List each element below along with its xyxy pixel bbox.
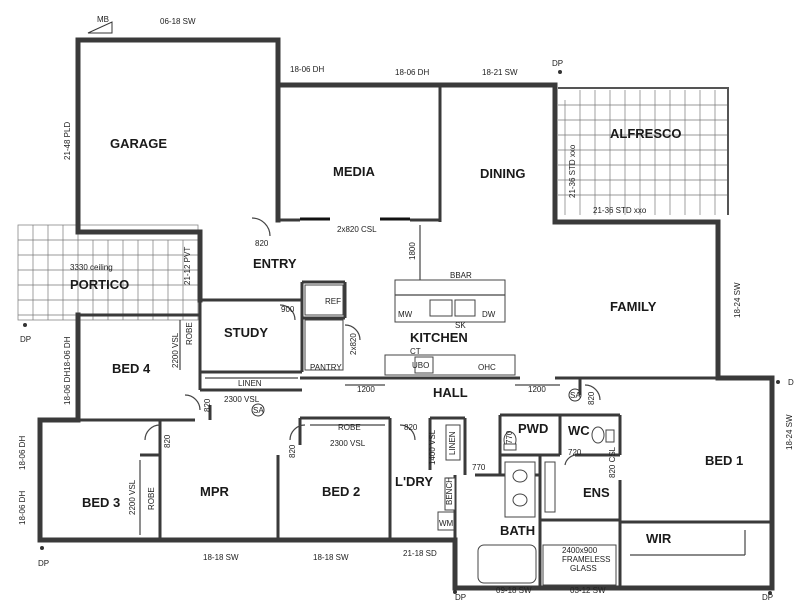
room-bath: BATH <box>500 523 535 538</box>
label-ubo: UBO <box>412 361 429 370</box>
dim-vsl-linen: 2300 VSL <box>224 395 260 404</box>
room-labels: GARAGE MEDIA DINING ALFRESCO ENTRY PORTI… <box>70 126 743 546</box>
portico-paving-hatch <box>17 224 199 321</box>
room-wir: WIR <box>646 531 672 546</box>
label-frameless: FRAMELESS <box>562 555 610 564</box>
alfresco-paving-hatch <box>558 87 729 215</box>
label-glass: GLASS <box>570 564 597 573</box>
dim-csl-media: 2x820 CSL <box>337 225 377 234</box>
label-wm: WM <box>439 519 454 528</box>
dim-dh1: 18-06 DH <box>290 65 324 74</box>
label-robe-bed3: ROBE <box>147 487 156 510</box>
dim-vsl-ldry: 1400 VSL <box>428 429 437 465</box>
room-bed1: BED 1 <box>705 453 743 468</box>
label-robe-bed2: ROBE <box>338 423 361 432</box>
label-robe-bed4: ROBE <box>185 322 194 345</box>
dim-1200-b: 1200 <box>528 385 546 394</box>
dim-shower: 2400x900 <box>562 546 598 555</box>
dim-sw-bottom-4: 03-12 SW <box>570 586 606 595</box>
label-linen-ldry: LINEN <box>448 431 457 455</box>
dim-sw-bottom-3: 09-18 SW <box>496 586 532 595</box>
fixture-labels: MB DP DP DP DP DP D 3330 ceiling BBAR RE… <box>20 15 794 600</box>
label-bench: BENCH <box>445 477 454 505</box>
dim-720: 720 <box>568 448 582 457</box>
label-d-right: D <box>788 378 794 387</box>
label-bbar: BBAR <box>450 271 472 280</box>
fixtures <box>23 21 780 595</box>
room-wc: WC <box>568 423 590 438</box>
label-mb: MB <box>97 15 109 24</box>
dim-sd-bottom: 21-18 SD <box>403 549 437 558</box>
label-dp-bottom-right: DP <box>762 593 773 600</box>
dim-door-entry: 820 <box>255 239 269 248</box>
dim-dh-left: 18-06 DH18-06 DH <box>63 336 72 405</box>
dim-top-garage: 06-18 SW <box>160 17 196 26</box>
dim-vsl-bed4: 2200 VSL <box>171 332 180 368</box>
room-portico: PORTICO <box>70 277 129 292</box>
room-bed2: BED 2 <box>322 484 360 499</box>
room-entry: ENTRY <box>253 256 297 271</box>
dim-dh2: 18-06 DH <box>395 68 429 77</box>
dim-door-ens: 820 <box>587 391 596 405</box>
room-ens: ENS <box>583 485 610 500</box>
dim-std-horizontal: 21-36 STD xxo <box>593 206 647 215</box>
dim-csl-ens: 820 CSL <box>608 446 617 478</box>
label-ceiling: 3330 ceiling <box>70 263 113 272</box>
dim-770-a: 770 <box>472 463 486 472</box>
dim-dh-bed3-a: 18-06 DH <box>18 436 27 470</box>
room-hall: HALL <box>433 385 468 400</box>
dim-sw-bottom-1: 18-18 SW <box>203 553 239 562</box>
label-sa-1: SA <box>253 406 264 415</box>
label-sk: SK <box>455 321 466 330</box>
room-study: STUDY <box>224 325 268 340</box>
dim-dh-bed3-b: 18-06 DH <box>18 491 27 525</box>
dim-door-mpr: 820 <box>163 434 172 448</box>
internal-walls <box>40 85 772 588</box>
label-dp-portico: DP <box>20 335 31 344</box>
room-dining: DINING <box>480 166 526 181</box>
dim-vsl-bed2: 2300 VSL <box>330 439 366 448</box>
label-dp-bottom-left: DP <box>38 559 49 568</box>
dim-pvt: 21-12 PVT <box>183 247 192 285</box>
dim-door-ldry: 820 <box>404 423 418 432</box>
dim-sw-bottom-2: 18-18 SW <box>313 553 349 562</box>
label-ohc: OHC <box>478 363 496 372</box>
room-media: MEDIA <box>333 164 376 179</box>
room-garage: GARAGE <box>110 136 167 151</box>
room-alfresco: ALFRESCO <box>610 126 682 141</box>
label-dp-top: DP <box>552 59 563 68</box>
label-pantry: PANTRY <box>310 363 342 372</box>
dim-1200-a: 1200 <box>357 385 375 394</box>
dim-door-bed2: 820 <box>288 444 297 458</box>
label-dw: DW <box>482 310 496 319</box>
room-mpr: MPR <box>200 484 230 499</box>
dim-2x820: 2x820 <box>349 333 358 355</box>
label-ct: CT <box>410 347 421 356</box>
dimension-labels: 06-18 SW 18-06 DH 18-06 DH 18-21 SW 21-4… <box>18 17 794 595</box>
dim-door-bed4: 820 <box>203 398 212 412</box>
dim-1800: 1800 <box>408 242 417 260</box>
dim-vsl-bed3: 2200 VSL <box>128 479 137 515</box>
room-pwd: PWD <box>518 421 548 436</box>
dim-std-vertical: 21-36 STD xxo <box>568 144 577 198</box>
room-bed4: BED 4 <box>112 361 151 376</box>
label-ref: REF <box>325 297 341 306</box>
room-bed3: BED 3 <box>82 495 120 510</box>
dim-770-b: 770 <box>505 430 514 444</box>
dim-sw-dining: 18-21 SW <box>482 68 518 77</box>
label-dp-bath: DP <box>455 593 466 600</box>
label-mw: MW <box>398 310 413 319</box>
dim-sw-family: 18-24 SW <box>733 282 742 318</box>
label-linen-hall: LINEN <box>238 379 262 388</box>
dim-900: 900 <box>281 305 295 314</box>
room-ldry: L'DRY <box>395 474 433 489</box>
dim-sw-bed1: 18-24 SW <box>785 414 794 450</box>
room-kitchen: KITCHEN <box>410 330 468 345</box>
room-family: FAMILY <box>610 299 657 314</box>
label-sa-2: SA <box>570 391 581 400</box>
dim-pld: 21-48 PLD <box>63 122 72 160</box>
